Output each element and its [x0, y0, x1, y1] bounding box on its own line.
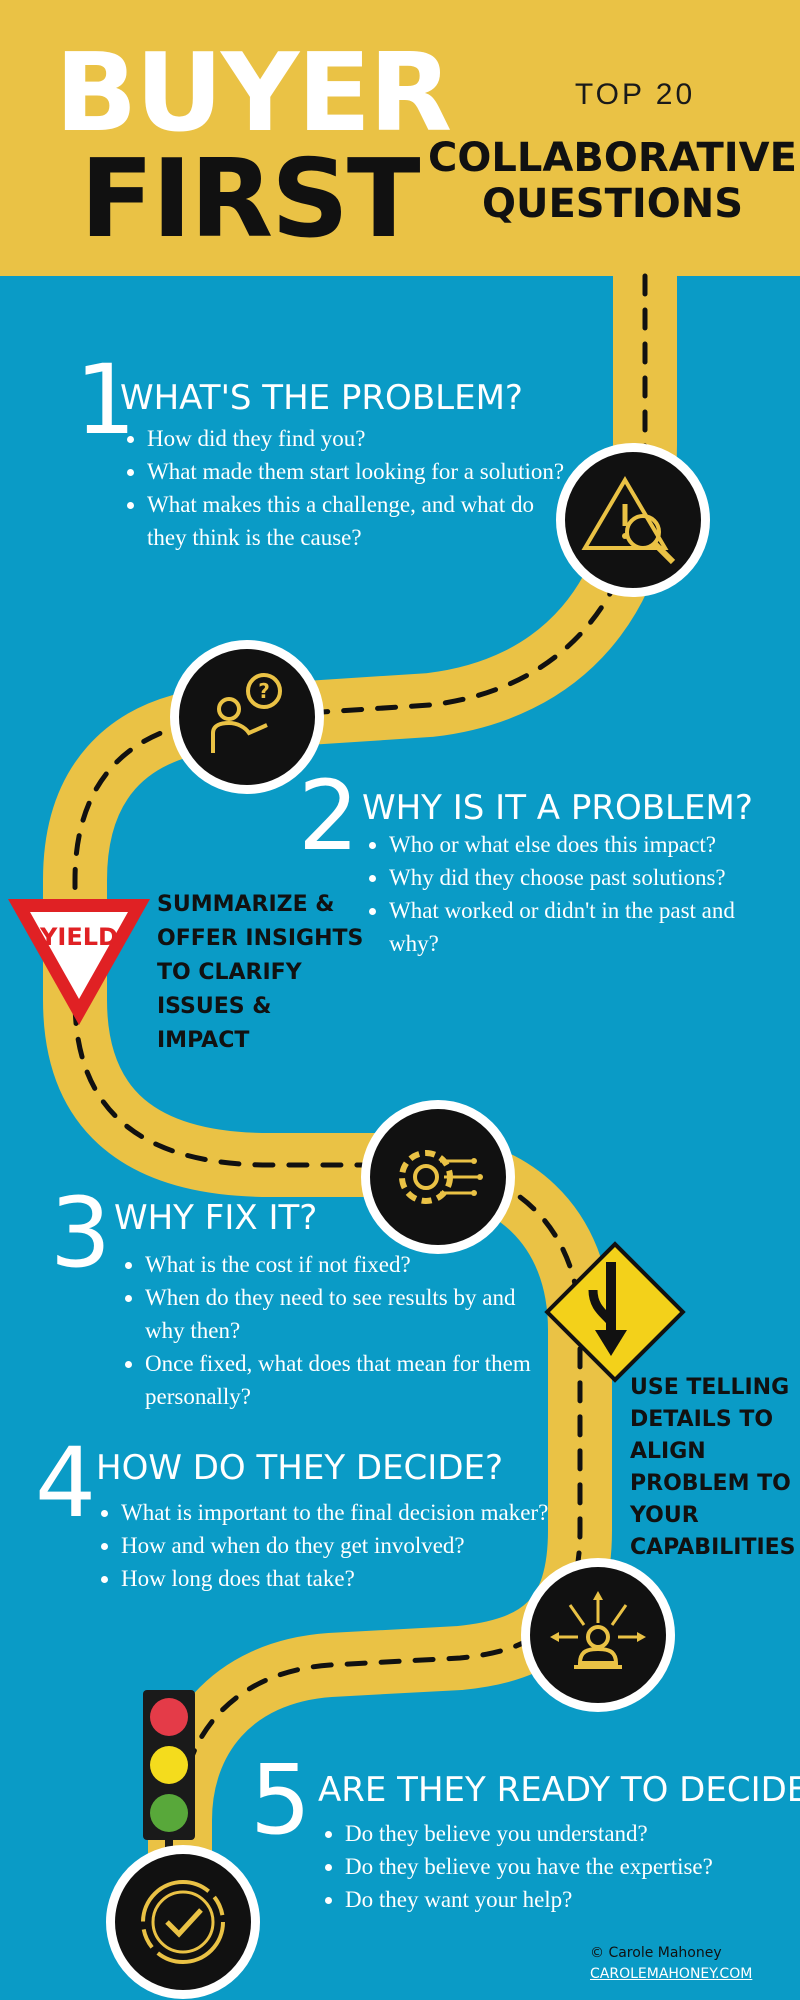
subtitle-line-1: COLLABORATIVE: [428, 135, 797, 181]
header-banner: BUYER FIRST TOP 20 COLLABORATIVE QUESTIO…: [0, 0, 800, 276]
yield-note-line: SUMMARIZE &: [157, 892, 335, 917]
section-2-number: 2: [298, 760, 360, 872]
list-item: How did they find you?: [147, 422, 567, 455]
kicker-top-20: TOP 20: [574, 78, 696, 111]
green-lamp: [150, 1794, 188, 1832]
merge-note: USE TELLING DETAILS TO ALIGN PROBLEM TO …: [630, 1372, 796, 1564]
merge-note-line: DETAILS TO: [630, 1407, 774, 1432]
yellow-lamp: [150, 1746, 188, 1784]
section-3-heading: WHY FIX IT?: [114, 1198, 318, 1238]
list-item: Do they believe you understand?: [345, 1817, 800, 1850]
list-item: Do they want your help?: [345, 1883, 800, 1916]
title-buyer: BUYER: [55, 31, 452, 156]
section-4-heading: HOW DO THEY DECIDE?: [96, 1448, 504, 1488]
section-2-heading: WHY IS IT A PROBLEM?: [362, 788, 753, 828]
list-item: What is important to the final decision …: [121, 1496, 551, 1529]
yield-label: YIELD: [39, 923, 118, 951]
traffic-light: [143, 1690, 195, 1840]
list-item: Do they believe you have the expertise?: [345, 1850, 800, 1883]
section-5-heading: ARE THEY READY TO DECIDE?: [318, 1770, 800, 1810]
section-5-questions: Do they believe you understand? Do they …: [320, 1817, 800, 1916]
section-4-number: 4: [35, 1427, 97, 1539]
list-item: When do they need to see results by and …: [145, 1281, 555, 1347]
section-5-number: 5: [250, 1744, 312, 1856]
yield-note-line: ISSUES &: [157, 994, 272, 1019]
merge-note-line: CAPABILITIES: [630, 1535, 796, 1560]
section-1-number: 1: [75, 344, 137, 456]
svg-text:?: ?: [258, 679, 270, 703]
road-center-dashes: [72, 273, 648, 1903]
list-item: What is the cost if not fixed?: [145, 1248, 555, 1281]
checkmark-circle-icon: [106, 1845, 260, 1999]
merge-note-line: ALIGN: [630, 1439, 706, 1464]
list-item: How long does that take?: [121, 1562, 551, 1595]
list-item: Why did they choose past solutions?: [389, 861, 789, 894]
website-link[interactable]: CAROLEMAHONEY.COM: [590, 1966, 753, 1982]
merge-sign: [544, 1241, 686, 1383]
gear-circuit-icon: [361, 1100, 515, 1254]
yield-sign: YIELD: [8, 899, 150, 1025]
section-4-questions: What is important to the final decision …: [96, 1496, 551, 1595]
list-item: Once fixed, what does that mean for them…: [145, 1347, 555, 1413]
merge-note-line: PROBLEM TO: [630, 1471, 791, 1496]
warning-magnifier-icon: [556, 443, 710, 597]
section-1-heading: WHAT'S THE PROBLEM?: [120, 378, 523, 418]
section-3-number: 3: [50, 1177, 112, 1289]
list-item: What made them start looking for a solut…: [147, 455, 567, 488]
list-item: What worked or didn't in the past and wh…: [389, 894, 789, 960]
section-1-questions: How did they find you? What made them st…: [122, 422, 567, 554]
yield-note-line: IMPACT: [157, 1028, 250, 1053]
merge-note-line: USE TELLING: [630, 1375, 790, 1400]
yield-note-line: TO CLARIFY: [157, 960, 302, 985]
person-question-icon: ?: [170, 640, 324, 794]
yield-note: SUMMARIZE & OFFER INSIGHTS TO CLARIFY IS…: [157, 888, 367, 1058]
section-2-questions: Who or what else does this impact? Why d…: [364, 828, 789, 960]
subtitle: COLLABORATIVE QUESTIONS: [425, 135, 800, 227]
person-arrows-icon: [521, 1558, 675, 1712]
list-item: How and when do they get involved?: [121, 1529, 551, 1562]
list-item: Who or what else does this impact?: [389, 828, 789, 861]
merge-note-line: YOUR: [630, 1503, 699, 1528]
subtitle-line-2: QUESTIONS: [481, 181, 744, 227]
copyright-text: © Carole Mahoney: [590, 1945, 722, 1961]
list-item: What makes this a challenge, and what do…: [147, 488, 567, 554]
red-lamp: [150, 1698, 188, 1736]
section-3-questions: What is the cost if not fixed? When do t…: [120, 1248, 555, 1413]
yield-note-line: OFFER INSIGHTS: [157, 926, 364, 951]
title-first: FIRST: [80, 137, 421, 262]
